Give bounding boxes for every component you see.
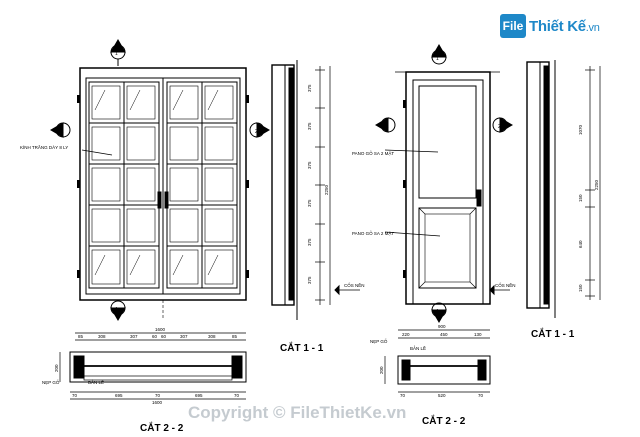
left-side-dim-5: 375 xyxy=(307,238,312,246)
marker-bottom-number: 1 xyxy=(115,307,118,313)
floor-label-right: CỐS NỀN xyxy=(495,282,516,288)
right-plan-bottom-dim-2: 520 xyxy=(438,393,446,398)
left-side-total: 2250 xyxy=(324,184,329,195)
right-plan-side-dim: 200 xyxy=(379,366,384,374)
section-marker-bottom-icon xyxy=(431,302,447,323)
right-leaf-glass-grid xyxy=(166,81,238,289)
right-side-section xyxy=(526,60,601,318)
right-side-dim-1: 1070 xyxy=(578,124,583,135)
left-plan-bottom-dim-1: 70 xyxy=(72,393,78,398)
left-plan-ban-le: BẢN LỀ xyxy=(88,379,104,385)
left-plan-bottom-dim-4: 695 xyxy=(195,393,203,398)
site-logo[interactable]: File Thiết Kế.vn xyxy=(500,14,600,38)
r-marker-top-number: 1 xyxy=(436,56,439,62)
left-plan-bottom-dim-2: 695 xyxy=(115,393,123,398)
marker-left-number: 2 xyxy=(61,129,64,135)
right-side-dim-2: 150 xyxy=(578,194,583,202)
right-plan-bottom-dim-3: 70 xyxy=(478,393,484,398)
left-plan-bottom-dim-3: 70 xyxy=(155,393,161,398)
left-plan-dim-8: 85 xyxy=(232,334,238,339)
left-plan-top-total: 1600 xyxy=(155,327,166,332)
section-marker-top-icon xyxy=(110,39,126,66)
logo-suffix: .vn xyxy=(585,21,600,34)
right-plan-title: CẮT 2 - 2 xyxy=(422,414,466,427)
right-plan-dim-3: 130 xyxy=(474,332,482,337)
section-marker-left-icon xyxy=(50,122,71,138)
right-plan-dim-2: 450 xyxy=(440,332,448,337)
label-glass: KÍNH TRẮNG DÀY 8 LY xyxy=(20,143,68,150)
logo-badge: File xyxy=(500,14,526,38)
left-plan-bottom-total: 1600 xyxy=(152,400,163,405)
right-plan-nep-go: NẸP GỖ xyxy=(370,338,388,344)
right-side-dim-4: 150 xyxy=(578,284,583,292)
section-marker-left-icon xyxy=(375,117,396,133)
logo-name: Thiết Kế.vn xyxy=(529,18,600,35)
right-side-total: 2250 xyxy=(594,179,599,190)
r-marker-bottom-number: 1 xyxy=(436,309,439,315)
marker-top-number: 1 xyxy=(115,51,118,57)
left-plan-dim-7: 308 xyxy=(208,334,216,339)
door-handle-icon xyxy=(476,189,482,207)
door-handle-icon xyxy=(157,191,169,209)
section-marker-bottom-icon xyxy=(110,300,126,321)
section-marker-right-icon xyxy=(492,117,513,133)
r-marker-right-number: 2 xyxy=(498,124,501,130)
left-plan-nep-go: NẸP GỖ xyxy=(42,379,60,385)
left-side-dim-4: 375 xyxy=(307,199,312,207)
left-plan-section xyxy=(59,332,247,400)
left-plan-dim-5: 60 xyxy=(161,334,167,339)
right-plan-dim-1: 220 xyxy=(402,332,410,337)
right-side-title: CẮT 1 - 1 xyxy=(531,327,575,340)
marker-right-number: 2 xyxy=(255,129,258,135)
left-plan-bottom-dim-5: 70 xyxy=(234,393,240,398)
left-plan-dim-2: 308 xyxy=(98,334,106,339)
right-plan-top-total: 900 xyxy=(438,324,446,329)
left-side-dim-2: 375 xyxy=(307,122,312,130)
logo-name-main: Thiết Kế xyxy=(529,17,586,35)
left-side-dim-1: 375 xyxy=(307,84,312,92)
left-plan-dim-6: 307 xyxy=(180,334,188,339)
right-label-top: PANO GỖ SA 2 MẶT xyxy=(352,150,394,156)
r-marker-left-number: 2 xyxy=(386,124,389,130)
left-plan-title: CẮT 2 - 2 xyxy=(140,421,184,434)
right-plan-bottom-dim-1: 70 xyxy=(400,393,406,398)
right-door-elevation xyxy=(375,44,513,323)
left-side-dim-6: 375 xyxy=(307,276,312,284)
left-plan-dim-4: 60 xyxy=(152,334,158,339)
left-plan-dim-1: 85 xyxy=(78,334,84,339)
left-side-section xyxy=(271,60,360,320)
right-plan-ban-le: BẢN LỀ xyxy=(410,345,426,351)
left-side-dim-3: 375 xyxy=(307,161,312,169)
left-door-elevation xyxy=(50,39,270,321)
left-side-title: CẮT 1 - 1 xyxy=(280,341,324,354)
section-marker-top-icon xyxy=(431,44,447,65)
section-marker-right-icon xyxy=(249,122,270,138)
right-label-bottom: PANO GỖ SA 2 MẶT xyxy=(352,230,394,236)
left-plan-side-dim: 200 xyxy=(54,364,59,372)
right-plan-section xyxy=(384,329,491,393)
right-side-dim-3: 640 xyxy=(578,240,583,248)
copyright-watermark: Copyright © FileThietKe.vn xyxy=(188,403,407,422)
floor-label-left: CỐS NỀN xyxy=(344,282,365,288)
left-plan-dim-3: 307 xyxy=(130,334,138,339)
left-leaf-glass-grid xyxy=(88,81,160,289)
